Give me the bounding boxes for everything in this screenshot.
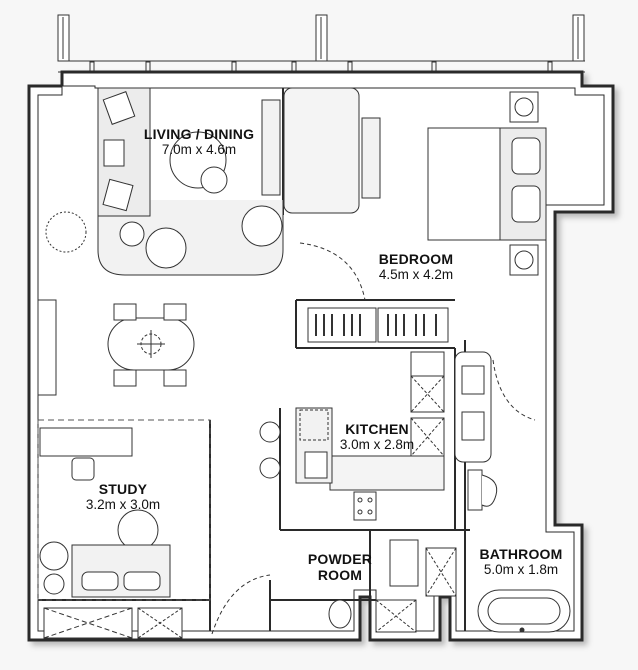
bedroom-door-swing (299, 242, 366, 301)
room-dimensions: 4.5m x 4.2m (378, 267, 454, 283)
living-furniture (45, 87, 381, 276)
room-label-study: STUDY 3.2m x 3.0m (68, 481, 178, 513)
room-name: LIVING / DINING (143, 126, 255, 142)
room-dimensions: 3.0m x 2.8m (339, 437, 415, 453)
room-name-line1: POWDER (307, 551, 373, 567)
bed (427, 91, 547, 276)
bathroom-fixtures (454, 351, 571, 633)
room-label-powder-room: POWDER ROOM (290, 551, 390, 583)
room-name: STUDY (98, 481, 148, 497)
wardrobe (307, 307, 449, 343)
dining-table (107, 303, 195, 387)
room-label-bedroom: BEDROOM 4.5m x 4.2m (362, 251, 470, 283)
sideboard (37, 299, 57, 396)
study-door-swing (211, 574, 271, 635)
room-name-line2: ROOM (317, 567, 363, 584)
room-label-kitchen: KITCHEN 3.0m x 2.8m (322, 421, 432, 453)
bathroom-door-swing (492, 359, 536, 421)
room-label-living-dining: LIVING / DINING 7.0m x 4.6m (128, 126, 270, 158)
study-furniture (39, 427, 271, 639)
study-zone-boundary (37, 419, 211, 601)
room-label-bathroom: BATHROOM 5.0m x 1.8m (462, 546, 580, 578)
room-dimensions: 7.0m x 4.6m (161, 142, 237, 158)
room-name: BATHROOM (479, 546, 563, 562)
kitchen-cabinets (259, 351, 445, 521)
room-name: BEDROOM (378, 251, 454, 267)
room-name: KITCHEN (345, 421, 409, 437)
room-dimensions: 3.2m x 3.0m (85, 497, 161, 513)
room-dimensions: 5.0m x 1.8m (483, 562, 559, 578)
powder-room-fixtures (328, 539, 457, 633)
